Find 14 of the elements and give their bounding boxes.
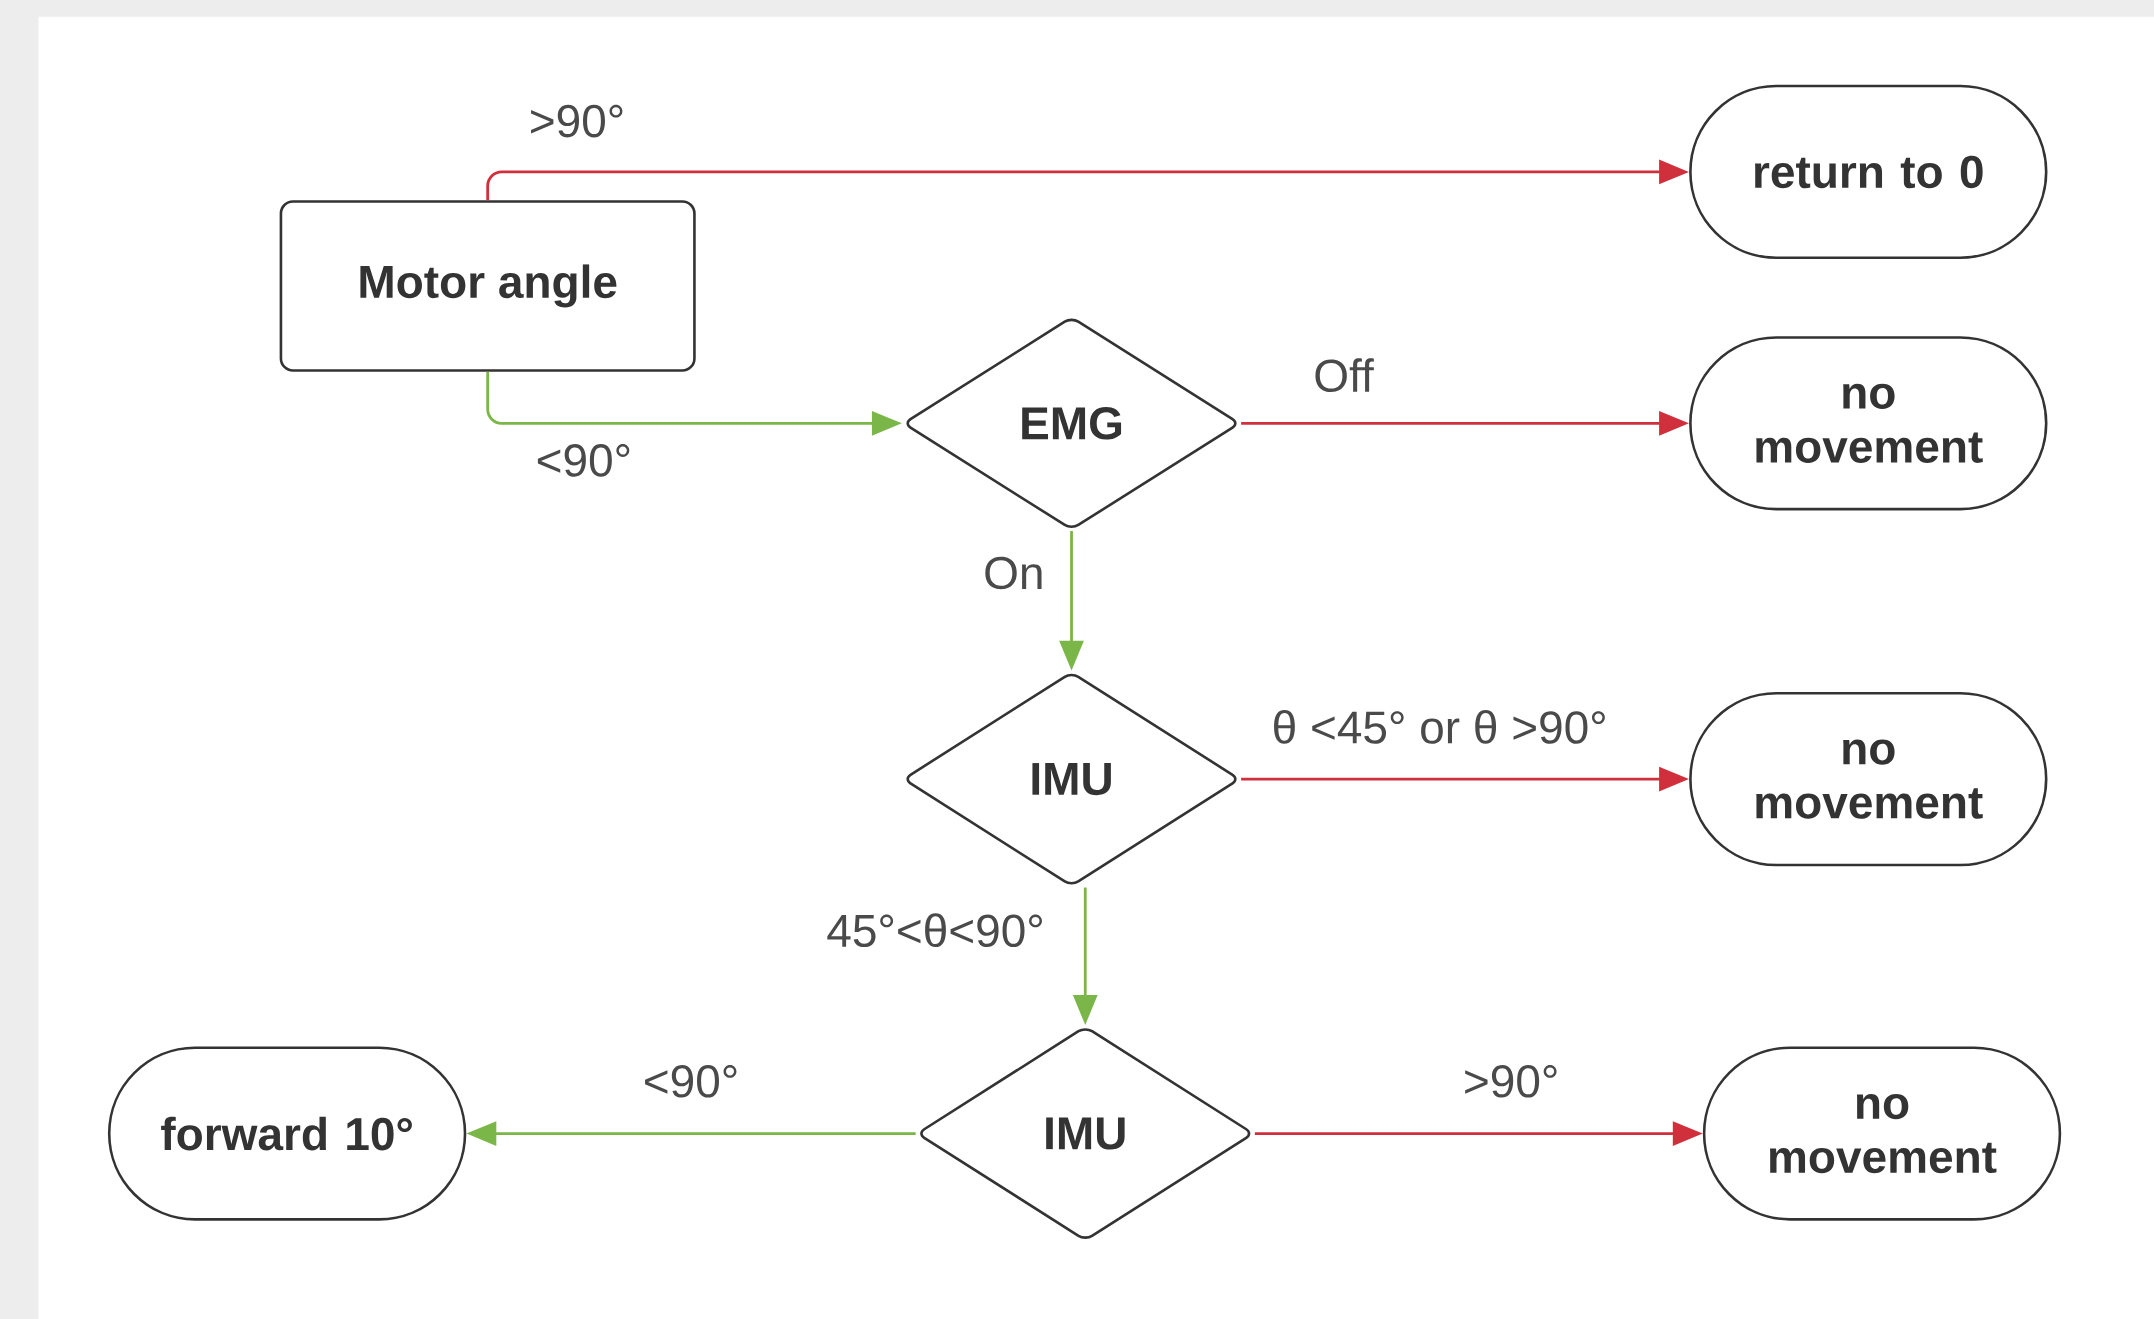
- terminal-box: no movement: [1689, 691, 2048, 867]
- terminal-box: no movement: [1689, 336, 2048, 511]
- edge-label: >90°: [1465, 1065, 1557, 1098]
- edge-label: Off: [1315, 358, 1374, 393]
- edge-label: On: [985, 556, 1042, 590]
- process-box: Motor angle: [279, 200, 696, 372]
- edge-label: θ <45° or θ >90°: [1274, 710, 1605, 744]
- terminal-box: no movement: [1702, 1046, 2062, 1221]
- edge-label: >90°: [531, 104, 623, 138]
- edge-label: 45°<θ<90°: [827, 913, 1042, 948]
- edge-label: <90°: [645, 1065, 737, 1098]
- terminal-box: forward 10°: [107, 1046, 467, 1221]
- edge-label: <90°: [537, 444, 630, 477]
- terminal-box: return to 0: [1689, 84, 2048, 260]
